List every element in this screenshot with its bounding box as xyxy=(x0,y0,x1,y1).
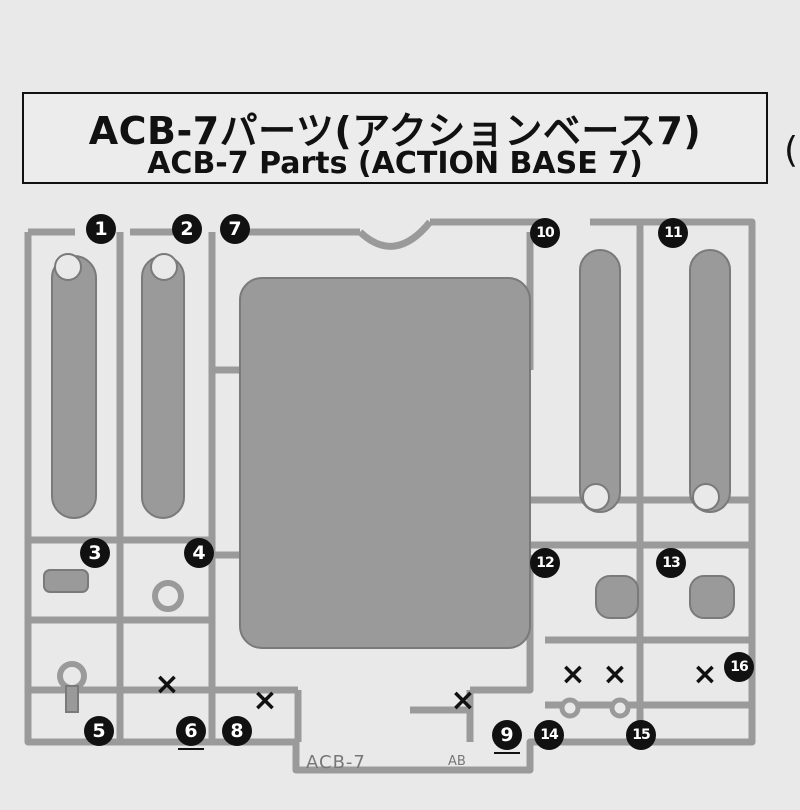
part-14-shape xyxy=(559,697,581,719)
part-number-14: 14 xyxy=(534,720,564,750)
part-6-underline xyxy=(178,748,204,750)
runner-notch xyxy=(357,219,433,250)
part-number-2: 2 xyxy=(172,214,202,244)
runner-center xyxy=(208,232,534,694)
runner-left-inner xyxy=(28,232,216,742)
part-11-shape xyxy=(689,249,731,513)
part-number-6: 6 xyxy=(176,716,206,746)
part-number-5: 5 xyxy=(84,716,114,746)
part-number-16: 16 xyxy=(724,652,754,682)
title-box: ACB-7パーツ(アクションベース7) ACB-7 Parts (ACTION … xyxy=(22,92,768,184)
part-12-shape xyxy=(595,575,639,619)
part-10-shape xyxy=(579,249,621,513)
part-number-7: 7 xyxy=(220,214,250,244)
edge-fragment: ( xyxy=(784,130,799,171)
title-english: ACB-7 Parts (ACTION BASE 7) xyxy=(147,146,643,181)
part-number-15: 15 xyxy=(626,720,656,750)
part-15-shape xyxy=(609,697,631,719)
part-5-shape xyxy=(57,661,87,713)
part-1-shape xyxy=(51,253,97,519)
unused-mark-3: × xyxy=(450,683,476,718)
part-9-underline xyxy=(494,752,520,754)
unused-mark-2: × xyxy=(252,683,278,718)
part-number-4: 4 xyxy=(184,538,214,568)
runner-right-inner xyxy=(530,222,752,742)
part-4-shape xyxy=(152,580,184,612)
part-2-shape xyxy=(141,253,185,519)
runner-bottom xyxy=(294,690,474,742)
part-7-shape xyxy=(239,277,531,649)
runner-label: ACB-7 xyxy=(306,752,366,773)
unused-mark-5: × xyxy=(602,657,628,692)
part-number-8: 8 xyxy=(222,716,252,746)
runner-outer xyxy=(24,218,756,774)
part-number-9: 9 xyxy=(492,720,522,750)
part-number-3: 3 xyxy=(80,538,110,568)
unused-mark-4: × xyxy=(560,657,586,692)
unused-mark-6: × xyxy=(692,657,718,692)
part-number-13: 13 xyxy=(656,548,686,578)
part-number-11: 11 xyxy=(658,218,688,248)
part-number-12: 12 xyxy=(530,548,560,578)
part-number-10: 10 xyxy=(530,218,560,248)
part-3-shape xyxy=(43,569,89,593)
part-13-shape xyxy=(689,575,735,619)
part-number-1: 1 xyxy=(86,214,116,244)
unused-mark-1: × xyxy=(154,667,180,702)
runner-sub-label: AB xyxy=(448,754,466,769)
title-japanese: ACB-7パーツ(アクションベース7) xyxy=(88,109,702,153)
